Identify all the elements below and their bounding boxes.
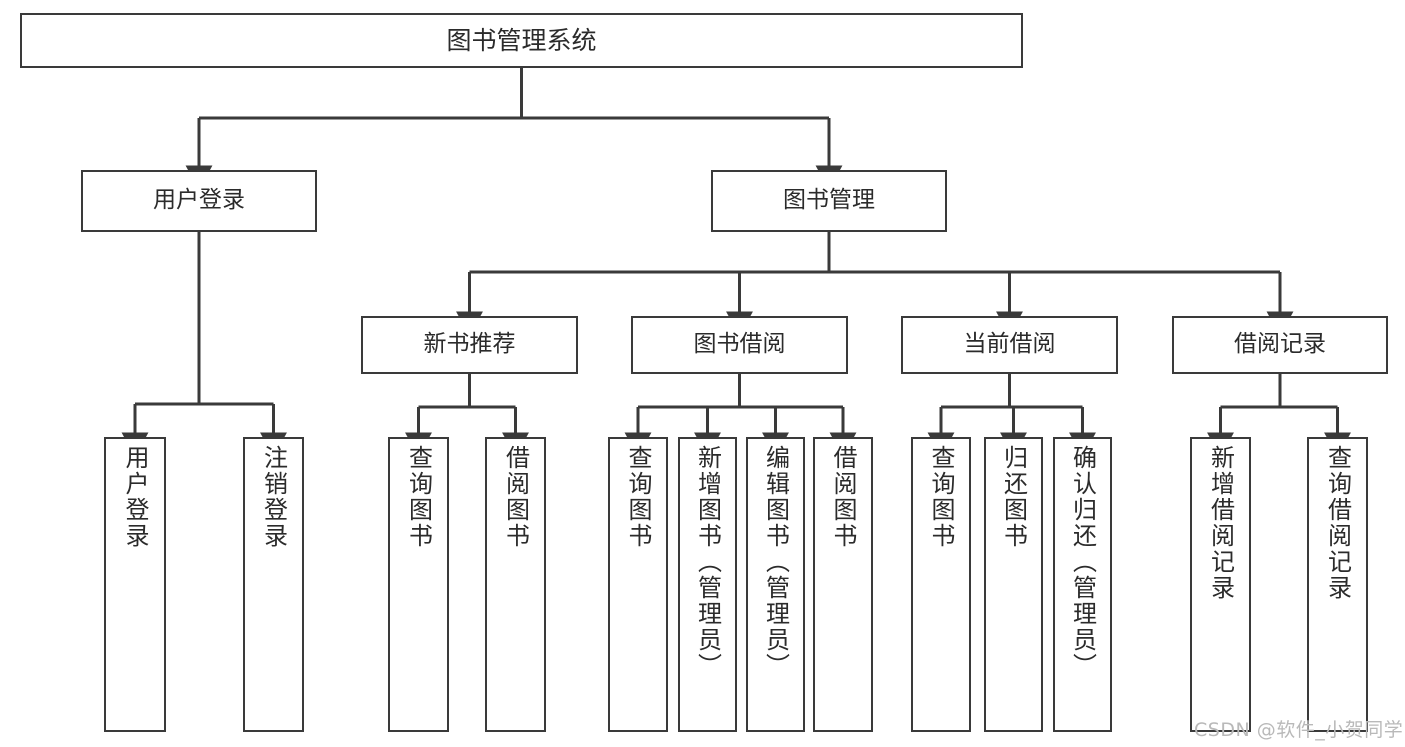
node-leaf-borrow-book[interactable]: 借阅图书: [813, 437, 873, 732]
node-new-book-rec[interactable]: 新书推荐: [361, 316, 578, 374]
node-leaf-add-record[interactable]: 新增借阅记录: [1190, 437, 1251, 732]
node-leaf-query-book[interactable]: 查询图书: [608, 437, 668, 732]
node-root[interactable]: 图书管理系统: [20, 13, 1023, 68]
csdn-watermark: CSDN @软件_小贺同学: [1194, 719, 1404, 741]
node-leaf-user-logout[interactable]: 注销登录: [243, 437, 304, 732]
node-label: 归还图书: [999, 445, 1028, 549]
node-leaf-query-book-rec[interactable]: 查询图书: [388, 437, 449, 732]
node-leaf-confirm-return[interactable]: 确认归还（管理员）: [1053, 437, 1112, 732]
node-label: 编辑图书（管理员）: [761, 445, 790, 679]
node-label: 查询图书: [624, 445, 652, 549]
node-label: 注销登录: [259, 445, 288, 549]
node-label: 图书管理系统: [446, 25, 597, 55]
node-label: 图书管理: [783, 187, 875, 214]
node-current-borrow[interactable]: 当前借阅: [901, 316, 1118, 374]
node-leaf-query-book-cur[interactable]: 查询图书: [911, 437, 971, 732]
node-book-manage[interactable]: 图书管理: [711, 170, 947, 232]
node-leaf-user-login[interactable]: 用户登录: [104, 437, 166, 732]
node-label: 借阅图书: [829, 445, 857, 549]
node-leaf-edit-book[interactable]: 编辑图书（管理员）: [746, 437, 805, 732]
node-label: 确认归还（管理员）: [1068, 445, 1097, 679]
node-label: 查询图书: [927, 445, 955, 549]
node-label: 新增借阅记录: [1206, 445, 1235, 601]
node-user-login[interactable]: 用户登录: [81, 170, 317, 232]
node-label: 查询图书: [404, 445, 433, 549]
node-label: 用户登录: [153, 187, 245, 214]
node-leaf-return-book[interactable]: 归还图书: [984, 437, 1043, 732]
node-label: 借阅图书: [501, 445, 530, 549]
node-leaf-query-record[interactable]: 查询借阅记录: [1307, 437, 1368, 732]
node-book-borrow[interactable]: 图书借阅: [631, 316, 848, 374]
node-label: 新书推荐: [423, 331, 516, 358]
node-label: 新增图书（管理员）: [693, 445, 722, 679]
node-leaf-add-book[interactable]: 新增图书（管理员）: [678, 437, 737, 732]
node-leaf-borrow-book-rec[interactable]: 借阅图书: [485, 437, 546, 732]
node-label: 当前借阅: [963, 331, 1056, 358]
node-borrow-record[interactable]: 借阅记录: [1172, 316, 1388, 374]
node-label: 借阅记录: [1234, 331, 1326, 358]
node-label: 用户登录: [121, 445, 149, 549]
node-label: 图书借阅: [693, 331, 786, 358]
node-label: 查询借阅记录: [1323, 445, 1352, 601]
